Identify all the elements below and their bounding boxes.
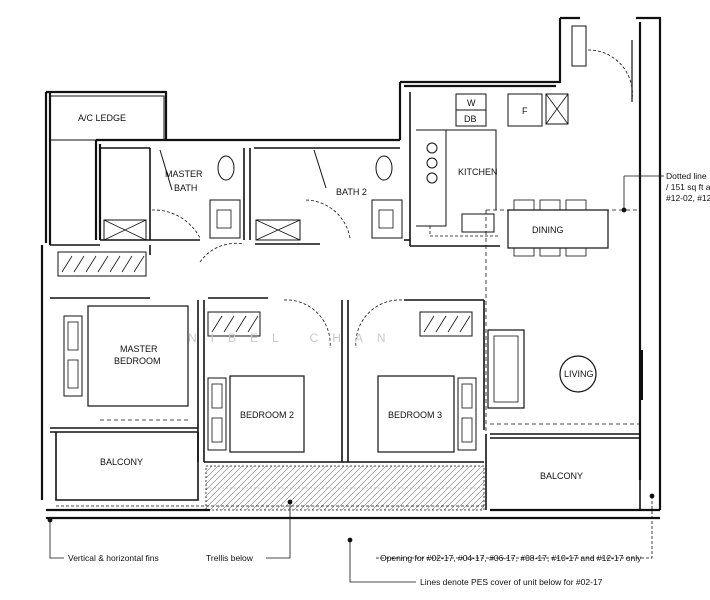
bath-2: BATH 2: [255, 149, 403, 241]
balcony-right: BALCONY: [540, 471, 583, 481]
dining-label: DINING: [532, 225, 564, 235]
master-bedroom-label-2: BEDROOM: [114, 356, 161, 366]
washer-label: W: [467, 98, 476, 108]
ac-ledge-label: A/C LEDGE: [78, 113, 126, 123]
ac-ledge-area: A/C LEDGE: [49, 95, 165, 141]
fridge-label: F: [522, 106, 528, 116]
interior-walls: [50, 92, 641, 511]
balcony-right-label: BALCONY: [540, 471, 583, 481]
dotted-line-note-3: #12-02, #12: [666, 193, 710, 203]
watermark: NIBEL CHAN: [188, 331, 400, 345]
pes-note: Lines denote PES cover of unit below for…: [420, 577, 603, 587]
living-label: LIVING: [564, 369, 594, 379]
bedroom-3: BEDROOM 3: [355, 299, 477, 453]
bedroom-2: BEDROOM 2: [207, 299, 331, 453]
master-bedroom-label-1: MASTER: [120, 344, 158, 354]
balcony-left: BALCONY: [100, 457, 143, 467]
dotted-line-note-2: / 151 sq ft a: [666, 182, 710, 192]
dining: DINING: [485, 199, 640, 434]
dotted-line-note-1: Dotted line: [666, 171, 707, 181]
master-bath: MASTER BATH: [103, 149, 241, 241]
kitchen: W DB F KITCHEN: [416, 93, 569, 237]
bath-2-label: BATH 2: [336, 187, 367, 197]
trellis: [56, 465, 485, 511]
callouts: [47, 175, 664, 583]
dryer-label: DB: [464, 114, 477, 124]
opening-note: Opening for #02-17, #04-17, #06-17, #08-…: [380, 553, 642, 563]
master-bath-label-2: BATH: [174, 183, 197, 193]
fins-note: Vertical & horizontal fins: [68, 553, 159, 563]
bedroom-3-label: BEDROOM 3: [388, 410, 442, 420]
trellis-note: Trellis below: [206, 553, 254, 563]
master-bedroom: MASTER BEDROOM: [57, 242, 245, 421]
living-room: LIVING: [487, 329, 643, 425]
balcony-left-label: BALCONY: [100, 457, 143, 467]
bedroom-2-label: BEDROOM 2: [240, 410, 294, 420]
entrance: [571, 25, 633, 102]
outer-walls: [40, 16, 662, 520]
master-bath-label-1: MASTER: [165, 169, 203, 179]
kitchen-label: KITCHEN: [458, 167, 498, 177]
